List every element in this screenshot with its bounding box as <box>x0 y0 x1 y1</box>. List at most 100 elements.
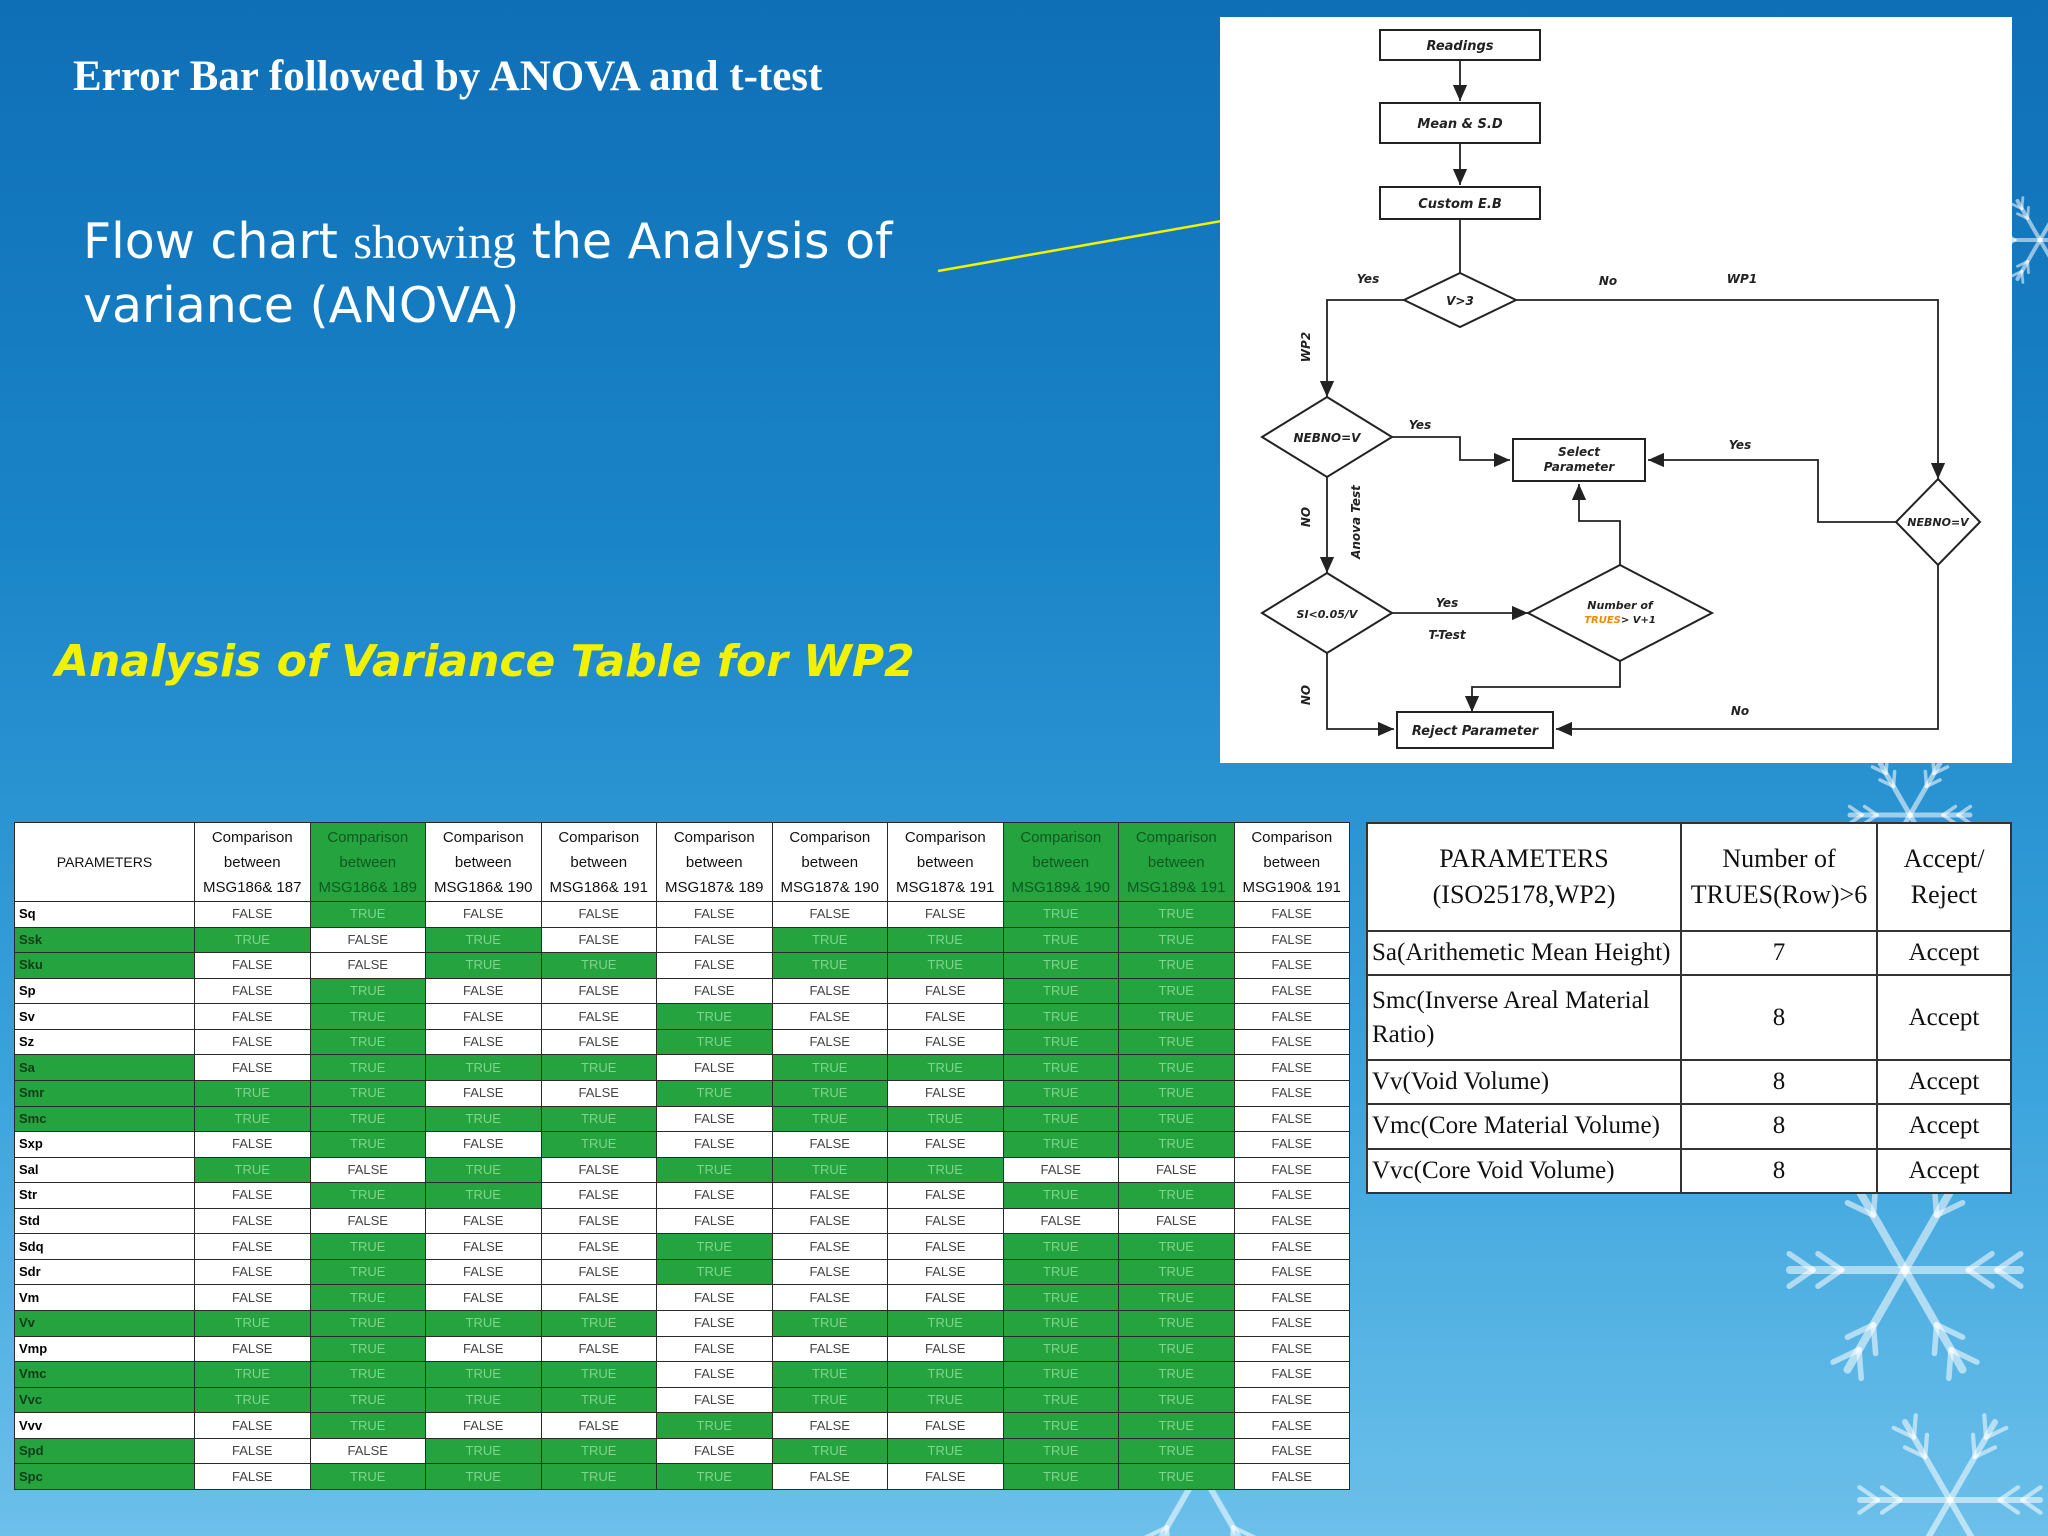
result-cell: TRUE <box>425 952 542 979</box>
result-cell: TRUE <box>425 1182 542 1209</box>
result-cell: TRUE <box>771 1054 888 1081</box>
result-cell: TRUE <box>540 1105 657 1133</box>
result-cell: TRUE <box>1002 1335 1119 1363</box>
result-cell: FALSE <box>887 1207 1004 1235</box>
result-cell: FALSE <box>1233 1003 1350 1030</box>
result-cell: FALSE <box>1118 1207 1235 1235</box>
parameter-name: Vv <box>14 1310 195 1337</box>
label-no-left: NO <box>1299 507 1313 527</box>
result-cell: TRUE <box>656 1156 773 1184</box>
parameter-name: Sa <box>14 1054 195 1081</box>
result-cell: TRUE <box>771 1079 888 1107</box>
result-cell: TRUE <box>309 1258 426 1286</box>
result-cell: FALSE <box>887 977 1004 1005</box>
result-cell: TRUE <box>1002 1310 1119 1337</box>
result-cell: TRUE <box>1002 1182 1119 1209</box>
accept-cell-count: 8 <box>1680 1103 1878 1150</box>
label-no-top: No <box>1599 274 1617 288</box>
result-cell: FALSE <box>540 901 657 928</box>
accept-cell-count: 7 <box>1680 929 1878 977</box>
custom-eb-box <box>1379 186 1541 220</box>
parameter-name: Sku <box>14 952 195 979</box>
result-cell: TRUE <box>1118 1028 1235 1056</box>
result-cell: TRUE <box>309 1054 426 1081</box>
result-cell: TRUE <box>1002 1437 1119 1465</box>
result-cell: TRUE <box>1002 1386 1119 1414</box>
result-cell: FALSE <box>194 1437 311 1465</box>
significance-label: SI<0.05/V <box>1297 608 1359 621</box>
custom-eb-label: Custom E.B <box>1418 197 1502 212</box>
parameter-name: Std <box>14 1207 195 1235</box>
result-cell: TRUE <box>1002 1028 1119 1056</box>
accept-header-param: PARAMETERS(ISO25178,WP2) <box>1366 822 1682 932</box>
result-cell: FALSE <box>656 1131 773 1158</box>
accept-cell-count: 8 <box>1680 974 1878 1061</box>
result-cell: FALSE <box>309 1156 426 1184</box>
anova-flowchart: Readings Mean & S.D Custom E.B V>3 Yes N… <box>1220 17 2012 763</box>
result-cell: FALSE <box>309 926 426 954</box>
result-cell: TRUE <box>194 1079 311 1107</box>
parameter-name: Sal <box>14 1156 195 1184</box>
result-cell: FALSE <box>887 1028 1004 1056</box>
result-cell: FALSE <box>1118 1156 1235 1184</box>
result-cell: FALSE <box>656 1310 773 1337</box>
result-cell: FALSE <box>1233 1335 1350 1363</box>
result-cell: TRUE <box>194 1310 311 1337</box>
accept-cell-count: 8 <box>1680 1147 1878 1195</box>
result-cell: TRUE <box>1118 1361 1235 1388</box>
result-cell: FALSE <box>540 926 657 954</box>
result-cell: TRUE <box>194 926 311 954</box>
result-cell: FALSE <box>540 1207 657 1235</box>
result-cell: FALSE <box>425 1258 542 1286</box>
result-cell: TRUE <box>1002 1105 1119 1133</box>
result-cell: FALSE <box>656 977 773 1005</box>
result-cell: TRUE <box>309 901 426 928</box>
result-cell: FALSE <box>1233 926 1350 954</box>
accept-cell-param: Vv(Void Volume) <box>1366 1058 1682 1106</box>
slide-title: Error Bar followed by ANOVA and t-test <box>73 53 823 100</box>
mean-sd-box <box>1379 102 1541 144</box>
result-cell: TRUE <box>425 1105 542 1133</box>
result-cell: FALSE <box>194 901 311 928</box>
result-cell: TRUE <box>425 1386 542 1414</box>
accept-cell-param: Vvc(Core Void Volume) <box>1366 1147 1682 1195</box>
result-cell: TRUE <box>1118 1131 1235 1158</box>
result-cell: FALSE <box>540 1156 657 1184</box>
result-cell: TRUE <box>771 1310 888 1337</box>
result-cell: TRUE <box>425 1156 542 1184</box>
result-cell: TRUE <box>771 1156 888 1184</box>
result-cell: FALSE <box>194 952 311 979</box>
result-cell: TRUE <box>1118 926 1235 954</box>
result-cell: TRUE <box>1002 1233 1119 1260</box>
result-cell: FALSE <box>887 1335 1004 1363</box>
parameter-name: Vmc <box>14 1361 195 1388</box>
result-cell: TRUE <box>425 1437 542 1465</box>
nebno-right-label: NEBNO=V <box>1907 516 1970 529</box>
result-cell: FALSE <box>1233 1105 1350 1133</box>
result-cell: TRUE <box>771 1437 888 1465</box>
accept-cell-param: Sa(Arithemetic Mean Height) <box>1366 929 1682 977</box>
result-cell: FALSE <box>771 1028 888 1056</box>
result-cell: FALSE <box>656 1182 773 1209</box>
result-cell: TRUE <box>309 977 426 1005</box>
result-cell: TRUE <box>1118 1437 1235 1465</box>
accept-cell-decision: Accept <box>1876 974 2012 1061</box>
caption-serif-word: showing <box>353 216 517 269</box>
result-cell: FALSE <box>194 977 311 1005</box>
result-cell: TRUE <box>425 1463 542 1490</box>
result-cell: TRUE <box>309 1182 426 1209</box>
select-label-2: Parameter <box>1544 460 1616 474</box>
result-cell: FALSE <box>887 1412 1004 1439</box>
parameter-name: Sdr <box>14 1258 195 1286</box>
result-cell: TRUE <box>309 1079 426 1107</box>
label-anova-test: Anova Test <box>1349 484 1363 560</box>
